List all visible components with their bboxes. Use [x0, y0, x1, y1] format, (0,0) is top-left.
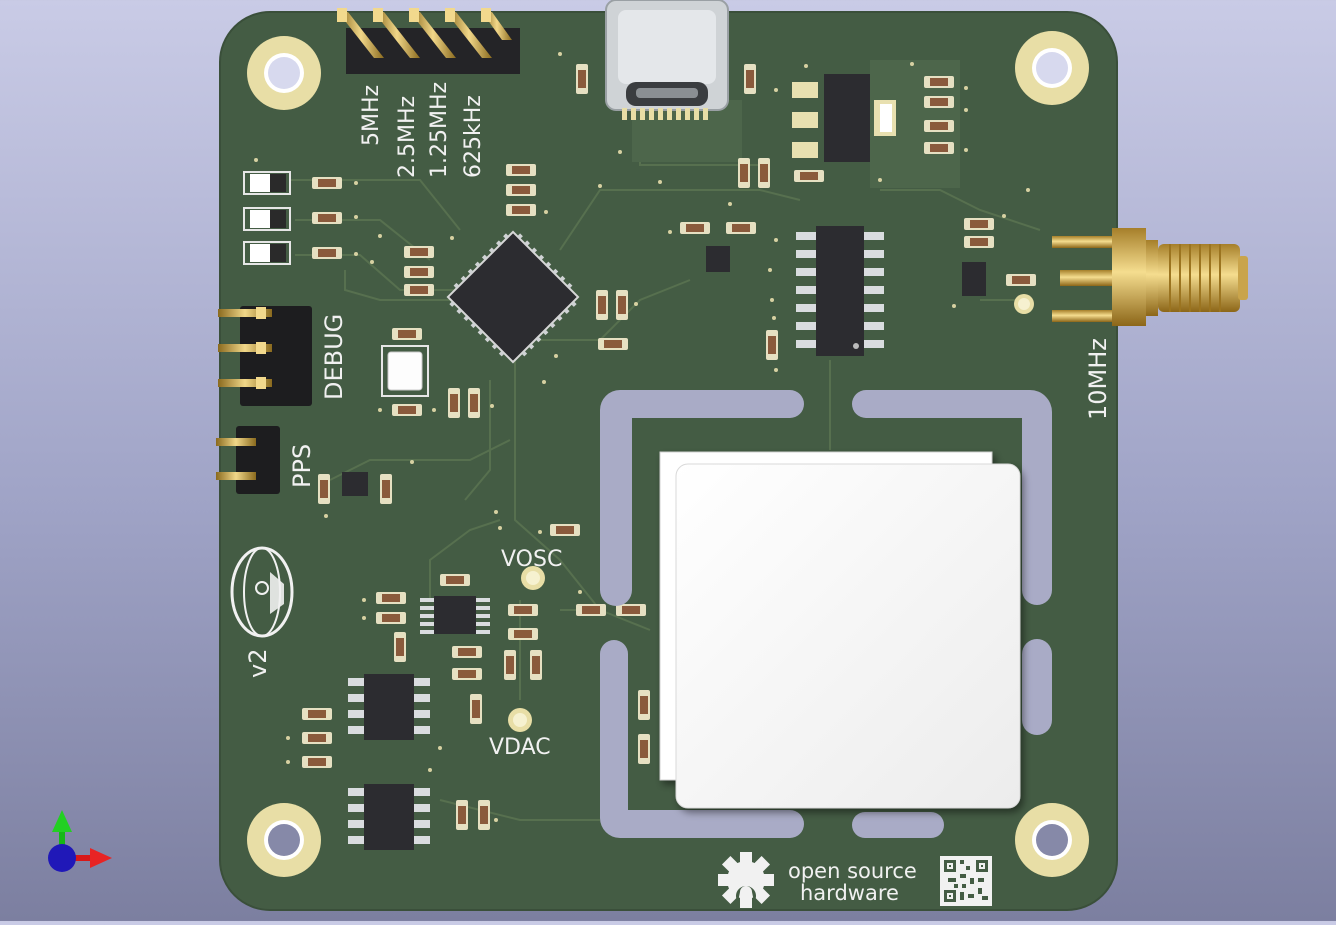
mounting-holes [247, 31, 1089, 877]
ic-msop-10 [420, 596, 490, 634]
label-pps: PPS [288, 444, 316, 488]
label-5mhz: 5MHz [359, 85, 384, 146]
test-points [508, 294, 1034, 732]
ocxo-shield [659, 451, 1021, 809]
oshw-text-line2: hardware [800, 881, 899, 905]
label-625khz: 625kHz [461, 95, 486, 178]
pin-header-pps [216, 426, 280, 494]
mounting-hole-bottom-left [247, 803, 321, 877]
thermal-isolation-slots [600, 390, 1052, 838]
vias [254, 52, 1030, 822]
qr-code-icon [940, 856, 992, 906]
label-vdac: VDAC [489, 735, 551, 760]
pin-header-debug [218, 306, 312, 406]
ic-soic-14 [796, 226, 884, 356]
voltage-regulator [792, 74, 896, 162]
ufo-logo-icon [230, 546, 294, 638]
label-1-25mhz: 1.25MHz [427, 82, 452, 178]
mounting-hole-top-left [247, 36, 321, 110]
mounting-hole-top-right [1015, 31, 1089, 105]
pin-header-clock-outputs [337, 8, 520, 74]
open-source-hardware-gear-icon [718, 852, 774, 908]
sma-connector-10mhz [1052, 228, 1248, 326]
status-leds [243, 171, 291, 265]
crystal [381, 345, 429, 397]
frequency-labels: 5MHz 2.5MHz 1.25MHz 625kHz [359, 82, 486, 178]
mounting-hole-bottom-right [1015, 803, 1089, 877]
label-10mhz: 10MHz [1084, 338, 1112, 420]
label-version: v2 [244, 649, 272, 678]
passive-components [302, 64, 1036, 830]
label-vosc: VOSC [501, 547, 562, 572]
ic-soic-8-upper [348, 674, 430, 740]
label-debug: DEBUG [320, 314, 348, 400]
oshw-text-line1: open source [788, 859, 917, 883]
label-2-5mhz: 2.5MHz [395, 96, 420, 178]
xyz-axis-gizmo-icon[interactable] [48, 810, 112, 872]
usb-c-connector [605, 0, 729, 120]
ic-sot-small [342, 246, 986, 496]
ic-soic-8-lower [348, 784, 430, 850]
